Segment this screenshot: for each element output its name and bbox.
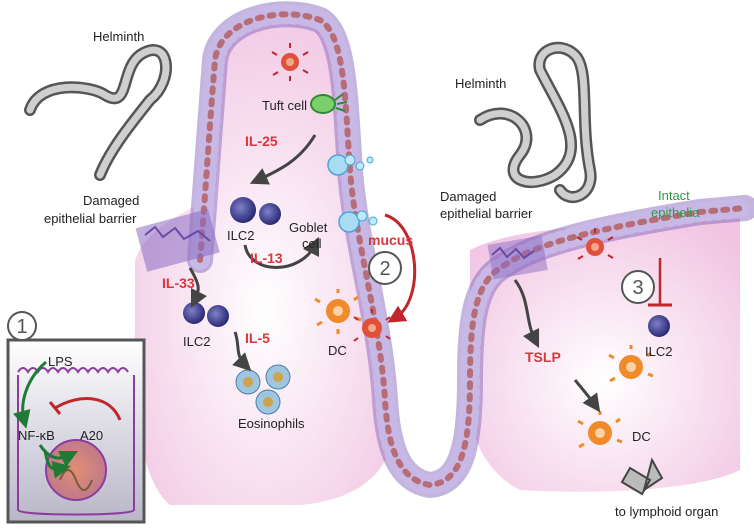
label-a20: A20: [80, 428, 103, 443]
mediator-il13: IL-13: [250, 250, 283, 266]
label-lps: LPS: [48, 354, 73, 369]
goblet-cell-lower: [338, 210, 378, 233]
goblet-cell-upper: [327, 154, 374, 176]
label-ilc2-mid: ILC2: [183, 334, 210, 349]
dc-intact-epithelium: [576, 228, 614, 260]
damaged-barrier-right: [487, 235, 548, 280]
step-2-badge: 2: [368, 251, 402, 285]
label-dc-right: DC: [632, 429, 651, 444]
label-tuft-cell: Tuft cell: [262, 98, 307, 113]
label-intact-1: Intact: [658, 188, 690, 203]
label-damaged-right-1: Damaged: [440, 189, 496, 204]
arrow-il5: [232, 331, 252, 372]
arrow-il13: [243, 236, 320, 269]
step-3-badge: 3: [621, 270, 655, 304]
tuft-cell: [310, 93, 348, 114]
arrow-nfkb-a20: [38, 444, 79, 468]
label-damaged-right-2: epithelial barrier: [440, 206, 533, 221]
label-damaged-left-1: Damaged: [83, 193, 139, 208]
label-damaged-left-2: epithelial barrier: [44, 211, 137, 226]
tissue-right: [467, 213, 740, 492]
inset-box: [6, 338, 146, 524]
dc-orange-right-lower: [577, 411, 623, 449]
ilc2-cell-top: [230, 197, 281, 225]
arrow-il33: [188, 267, 208, 309]
label-goblet-2: cell: [302, 236, 322, 251]
dc-orange-right-upper: [608, 345, 654, 383]
arrow-tslp-dc: [573, 379, 601, 413]
dc-orange-mid: [314, 289, 362, 334]
step-1-badge: 1: [7, 311, 37, 341]
label-helminth-left: Helminth: [93, 29, 144, 44]
inhibition-a20: [54, 397, 122, 421]
eosinophils-cluster: [235, 364, 291, 415]
label-ilc2-right: ILC2: [645, 344, 672, 359]
label-helminth-right: Helminth: [455, 76, 506, 91]
label-eosinophils: Eosinophils: [238, 416, 305, 431]
arrow-tslp: [513, 279, 540, 349]
label-lymphoid-organ: to lymphoid organ: [615, 504, 718, 519]
arrow-mucus: [384, 213, 417, 323]
arrow-lps: [12, 360, 47, 429]
mediator-il33: IL-33: [162, 275, 195, 291]
label-intact-2: epithelia: [651, 205, 700, 220]
step-1-number: 1: [16, 316, 27, 338]
inhibition-ilc2: [648, 258, 672, 307]
step-2-number: 2: [379, 258, 390, 280]
dc-top: [271, 43, 309, 81]
tissue-left: [133, 20, 396, 505]
label-dc-mid: DC: [328, 343, 347, 358]
mediator-il5: IL-5: [245, 330, 270, 346]
helminth-worm-right: [474, 41, 597, 203]
lymphoid-arrow: [620, 457, 664, 496]
label-ilc2-top: ILC2: [227, 228, 254, 243]
mediator-mucus: mucus: [368, 232, 413, 248]
label-nfkb: NF-κB: [18, 428, 55, 443]
label-goblet-1: Goblet: [289, 220, 328, 235]
ilc2-cell-right: [648, 315, 670, 337]
damaged-barrier-left: [135, 208, 220, 272]
arrow-il25: [249, 134, 317, 185]
mediator-il25: IL-25: [245, 133, 278, 149]
step-3-number: 3: [632, 277, 643, 299]
arrow-nfkb-dna: [43, 449, 71, 479]
mediator-tslp: TSLP: [525, 349, 561, 365]
helminth-worm-left: [24, 44, 172, 181]
